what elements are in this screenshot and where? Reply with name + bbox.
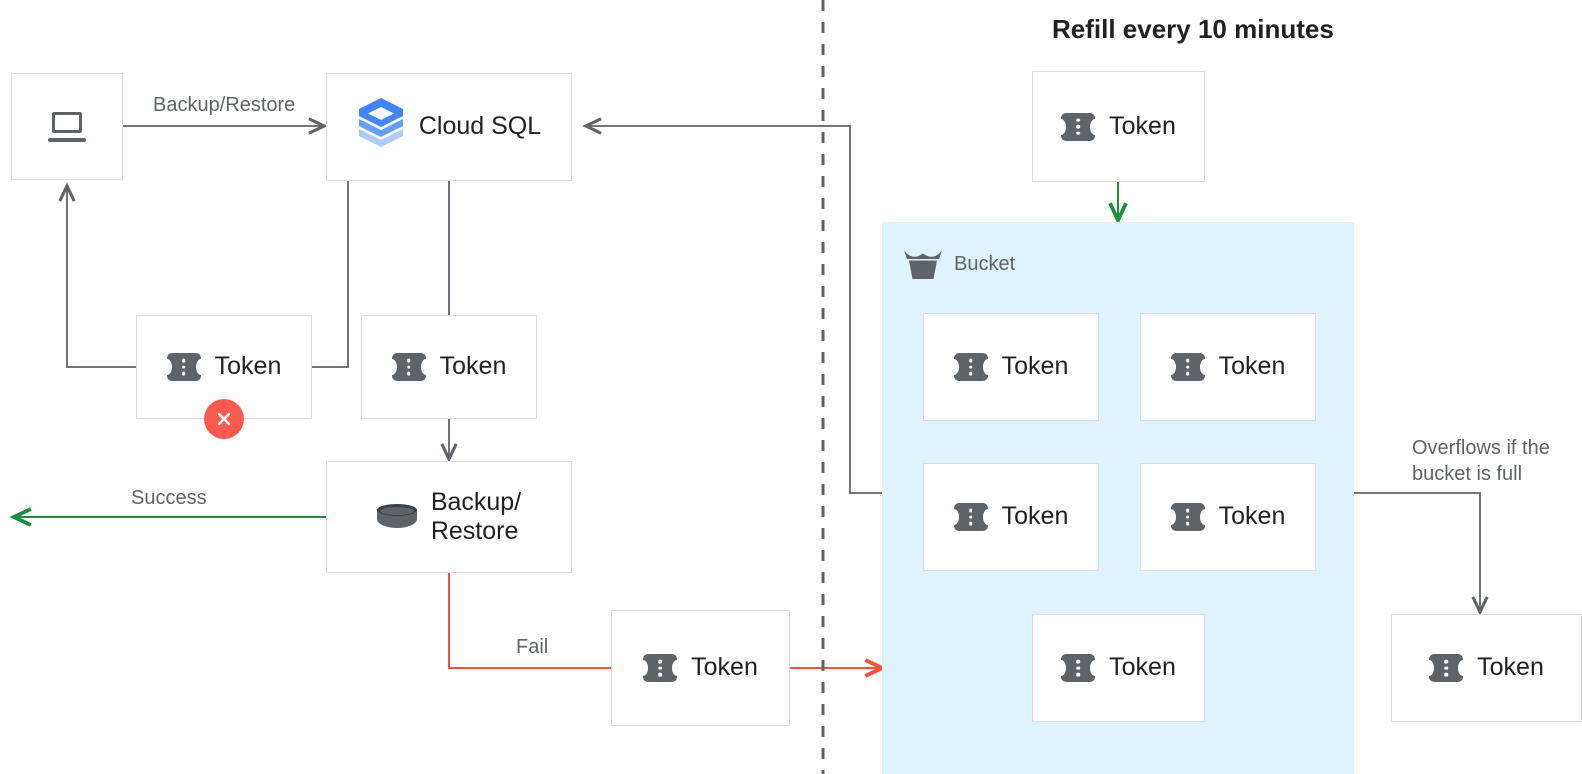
token-overflow-label: Token — [1477, 653, 1544, 682]
bucket-token-label: Token — [1218, 502, 1286, 531]
edge-label-backup-restore: Backup/Restore — [153, 94, 296, 116]
token-refill-box[interactable]: Token — [1032, 71, 1205, 182]
token-icon — [1424, 654, 1469, 682]
backup-restore-box[interactable]: Backup/ Restore — [326, 461, 572, 573]
token-icon — [1056, 654, 1101, 682]
token-icon — [386, 353, 431, 381]
bucket-token-box-2[interactable]: Token — [1140, 313, 1316, 421]
edge-token-rejected-to-client — [58, 182, 136, 368]
token-consumed-box[interactable]: Token — [361, 315, 537, 419]
client-laptop-box[interactable] — [11, 73, 123, 180]
cloud-sql-box[interactable]: Cloud SQL — [326, 73, 572, 181]
token-icon — [638, 654, 683, 682]
token-icon — [1165, 503, 1210, 531]
error-x-badge — [204, 399, 244, 439]
token-icon — [948, 503, 993, 531]
bucket-token-box-3[interactable]: Token — [923, 463, 1099, 571]
token-fail-return-box[interactable]: Token — [611, 610, 790, 726]
token-consumed-label: Token — [439, 352, 507, 381]
bucket-token-box-1[interactable]: Token — [923, 313, 1099, 421]
bucket-token-label: Token — [1109, 653, 1176, 682]
token-overflow-box[interactable]: Token — [1391, 614, 1582, 722]
cloud-sql-icon — [357, 98, 405, 156]
edge-bucket-to-cloudsql — [582, 117, 882, 494]
token-icon — [1056, 112, 1101, 141]
bucket-token-box-4[interactable]: Token — [1140, 463, 1316, 571]
token-icon — [1165, 353, 1210, 381]
token-rejected-label: Token — [214, 352, 282, 381]
page-title: Refill every 10 minutes — [1052, 14, 1334, 44]
cloud-sql-label: Cloud SQL — [418, 112, 542, 141]
edge-label-success: Success — [131, 487, 207, 509]
token-refill-label: Token — [1109, 111, 1176, 140]
edge-overflow — [1354, 492, 1489, 616]
database-icon — [376, 502, 417, 532]
laptop-icon — [48, 111, 86, 142]
bucket-icon — [903, 248, 943, 280]
edge-cloudsql-to-token-rejected — [312, 181, 349, 368]
bucket-token-box-5[interactable]: Token — [1032, 614, 1205, 722]
edge-label-overflow: Overflows if the bucket is full — [1412, 437, 1550, 486]
bucket-token-label: Token — [1001, 502, 1069, 531]
token-fail-return-label: Token — [691, 653, 758, 682]
edge-label-fail: Fail — [516, 636, 549, 658]
token-icon — [948, 353, 993, 381]
bucket-label: Bucket — [954, 252, 1016, 275]
backup-restore-label: Backup/ Restore — [430, 487, 522, 546]
bucket-token-label: Token — [1001, 352, 1069, 381]
bucket-token-label: Token — [1218, 352, 1286, 381]
token-icon — [161, 353, 206, 381]
bucket-header: Bucket — [903, 248, 1015, 280]
